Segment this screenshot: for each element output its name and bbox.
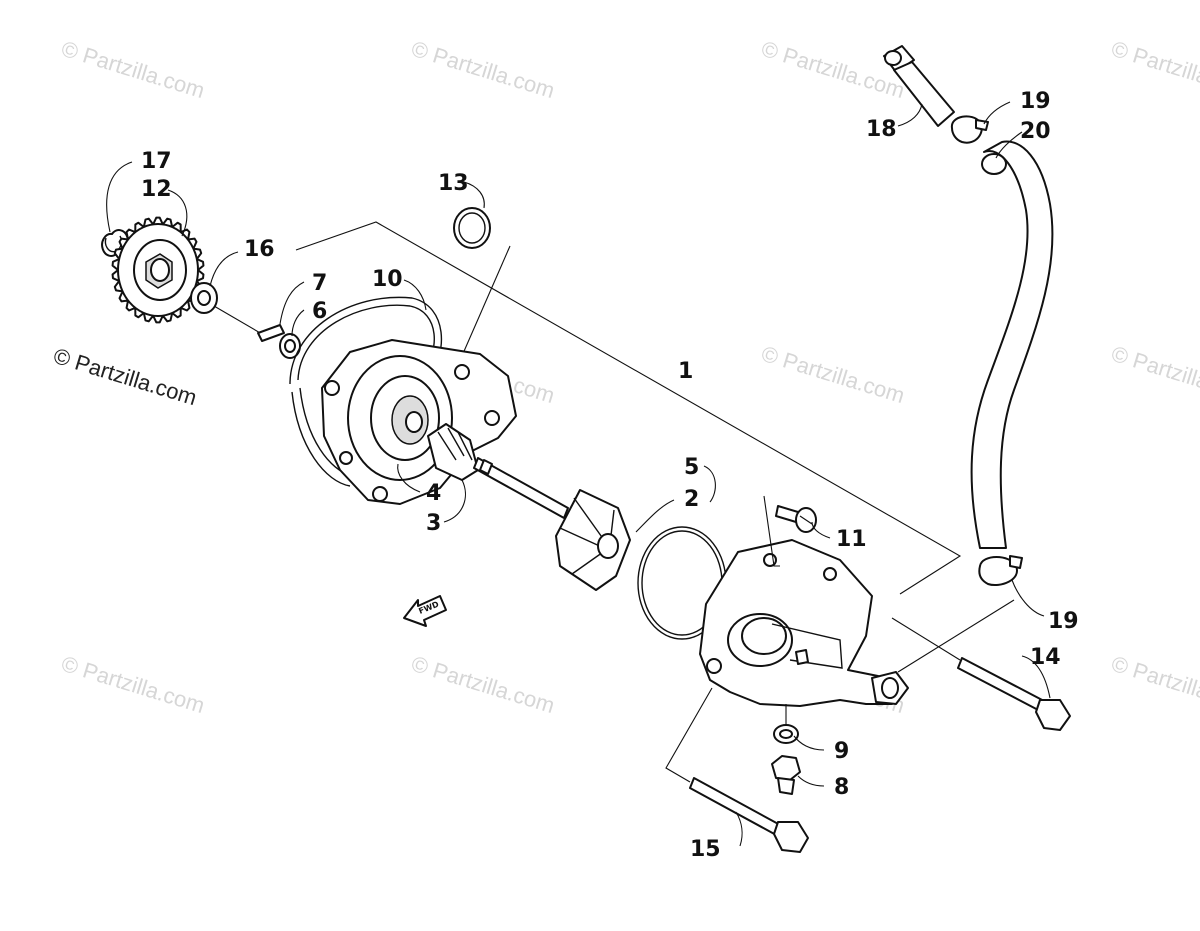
callout-10: 10 xyxy=(372,267,403,292)
part-8-plug xyxy=(771,755,801,795)
callout-5: 5 xyxy=(684,455,699,480)
watermark: © Partzilla.com xyxy=(1109,36,1200,103)
fwd-direction-arrow: FWD xyxy=(403,595,447,627)
part-15-bolt xyxy=(665,687,809,853)
callout-16: 16 xyxy=(244,237,275,262)
callout-9: 9 xyxy=(834,739,849,764)
watermark: © Partzilla.com xyxy=(409,651,558,718)
part-12-sprocket xyxy=(111,216,205,324)
callout-7: 7 xyxy=(312,271,327,296)
leader-lines xyxy=(106,101,1051,847)
callout-18: 18 xyxy=(866,117,897,142)
part-14-bolt xyxy=(891,617,1071,731)
callout-3: 3 xyxy=(426,511,441,536)
part-18-hose-fitting xyxy=(883,45,955,127)
callout-15: 15 xyxy=(690,837,721,862)
part-16-washer xyxy=(190,282,263,335)
watermark: © Partzilla.com xyxy=(409,36,558,103)
watermark: © Partzilla.com xyxy=(1109,651,1200,718)
watermark: © Partzilla.com xyxy=(759,36,908,103)
watermark: © Partzilla.com xyxy=(59,651,208,718)
part-4-seal xyxy=(427,423,479,481)
callout-14: 14 xyxy=(1030,645,1061,670)
part-6-washer xyxy=(279,333,301,359)
callout-8: 8 xyxy=(834,775,849,800)
callout-4: 4 xyxy=(426,481,441,506)
callout-19-upper: 19 xyxy=(1020,89,1051,114)
callout-19-lower: 19 xyxy=(1048,609,1079,634)
part-19-hose-clamp-top xyxy=(950,115,989,144)
part-19-hose-clamp-bottom xyxy=(978,555,1023,586)
callout-12: 12 xyxy=(141,177,172,202)
pump-body xyxy=(699,539,909,707)
part-7-pin xyxy=(257,324,285,342)
watermark: © Partzilla.com xyxy=(1109,341,1200,408)
callout-20: 20 xyxy=(1020,119,1051,144)
watermark: © Partzilla.com xyxy=(759,341,908,408)
callout-11: 11 xyxy=(836,527,867,552)
part-3-shaft xyxy=(473,457,569,519)
assembly-bracket-1 xyxy=(295,221,962,595)
callout-2: 2 xyxy=(684,487,699,512)
pump-housing-cover xyxy=(321,339,517,505)
callout-labels: 17 12 16 7 6 10 13 1 4 3 5 2 11 9 8 14 1… xyxy=(141,89,1079,862)
watermark: © Partzilla.com xyxy=(59,36,208,103)
callout-13: 13 xyxy=(438,171,469,196)
part-13-o-ring xyxy=(453,207,491,249)
part-9-washer xyxy=(773,724,799,744)
part-11-screw xyxy=(763,495,817,567)
part-20-coolant-hose xyxy=(970,140,1054,549)
callout-6: 6 xyxy=(312,299,327,324)
callout-1: 1 xyxy=(678,359,693,384)
callout-17: 17 xyxy=(141,149,172,174)
part-2-impeller xyxy=(555,489,631,591)
